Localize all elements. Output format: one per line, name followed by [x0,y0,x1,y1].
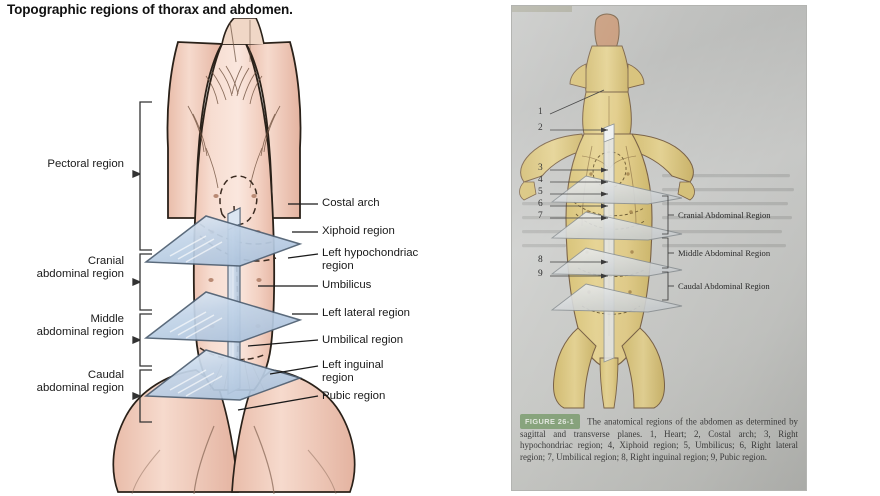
label-umbilical-region: Umbilical region [322,334,404,346]
book-callout-7: 7 [538,211,543,221]
book-transverse-plane-3 [550,247,683,277]
label-left-inguinal-region: Left inguinal region [322,359,384,385]
transverse-plane-1 [143,215,303,267]
textbook-photo-panel: 1 2 3 4 5 6 7 8 9 Cranial Abdominal Regi… [512,6,806,490]
right-hindlimb [231,369,356,493]
neck [221,18,265,45]
fur-detail [187,65,281,189]
book-left-forelimb [520,133,587,183]
label-xiphoid-region: Xiphoid region [322,225,395,237]
book-callout-2: 2 [538,123,543,133]
book-transverse-plane-4 [550,283,683,313]
book-callout-5: 5 [538,187,543,197]
label-caudal-abdominal-region: Caudal abdominal region [36,369,124,395]
book-number-arrowheads [601,127,608,279]
book-transverse-plane-2 [550,211,683,241]
book-callout-9: 9 [538,269,543,279]
label-middle-abdominal-region: Middle abdominal region [36,313,124,339]
book-sagittal-plane [603,123,615,363]
book-right-forelimb [627,133,694,183]
figure-caption-text: The anatomical regions of the abdomen as… [520,416,798,462]
book-figure-illustration [512,6,806,410]
show-through-text [522,174,794,248]
book-region-brackets [662,195,674,301]
label-left-lateral-region: Left lateral region [322,307,411,319]
dog-ventral-anatomy-illustration [112,18,356,495]
left-hindlimb [112,369,239,493]
book-callout-3: 3 [538,163,543,173]
book-callout-1: 1 [538,107,543,117]
book-tail-base [599,357,619,409]
book-transverse-plane-1 [550,175,683,205]
book-label-cranial-abdominal-region: Cranial Abdominal Region [678,210,771,220]
label-costal-arch: Costal arch [322,197,380,209]
book-left-hindlimb [553,327,597,409]
book-muzzle [594,13,620,49]
figure-number-badge: FIGURE 26-1 [520,414,581,429]
book-number-leaders [549,89,608,277]
book-callout-4: 4 [538,175,543,185]
book-label-caudal-abdominal-region: Caudal Abdominal Region [678,281,770,291]
left-illustration-panel: Pectoral region Cranial abdominal region… [0,18,500,496]
right-leader-lines [237,203,319,411]
book-callout-6: 6 [538,199,543,209]
book-callout-8: 8 [538,255,543,265]
book-right-hindlimb [621,327,665,409]
book-label-middle-abdominal-region: Middle Abdominal Region [678,248,771,258]
left-bracket-group [132,101,152,423]
transverse-plane-2 [143,291,303,343]
label-cranial-abdominal-region: Cranial abdominal region [36,255,124,281]
label-pectoral-region: Pectoral region [47,158,124,170]
label-left-hypochondriac-region: Left hypochondriac region [322,247,419,273]
transverse-plane-3 [143,349,303,401]
label-pubic-region: Pubic region [322,390,386,402]
page-edge-strip [512,6,572,12]
label-umbilicus: Umbilicus [322,279,372,291]
book-head [584,45,630,93]
page-title: Topographic regions of thorax and abdome… [7,2,293,17]
